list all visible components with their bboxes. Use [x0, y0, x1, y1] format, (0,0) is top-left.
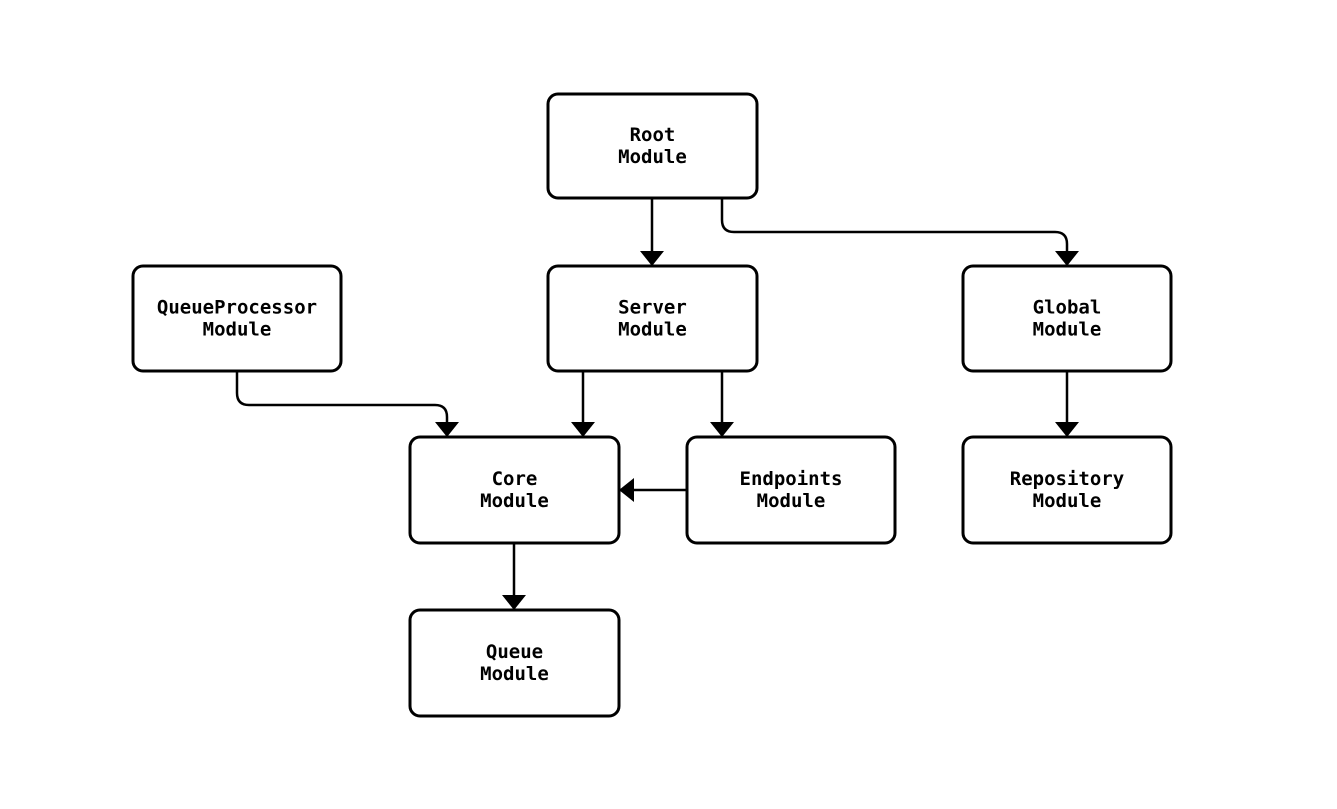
node-box-queueprocessor — [131, 264, 343, 373]
node-box-endpoints — [685, 435, 897, 545]
edge-root-to-global — [720, 196, 1079, 268]
node-box-global — [961, 264, 1173, 373]
node-box-repository — [961, 435, 1173, 545]
node-box-root — [546, 92, 759, 200]
edge-queueprocessor-to-core — [235, 369, 459, 439]
edges-layer — [235, 196, 1079, 612]
node-box-queue — [408, 608, 621, 718]
node-box-core — [408, 435, 621, 545]
node-box-server — [546, 264, 759, 373]
